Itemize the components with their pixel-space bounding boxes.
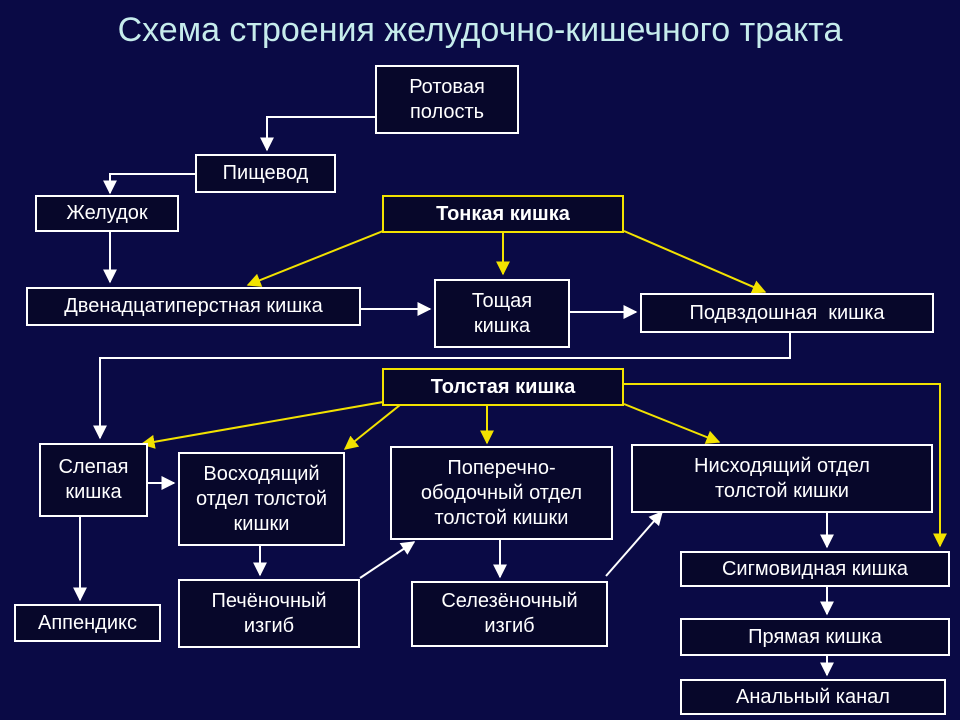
node-descending-colon: Нисходящий отдел толстой кишки xyxy=(631,444,933,513)
arrow-small-ileum xyxy=(623,230,767,294)
diagram-title: Схема строения желудочно-кишечного тракт… xyxy=(117,11,843,49)
arrow-small-duodenum xyxy=(246,230,384,287)
node-jejunum: Тощая кишка xyxy=(434,279,570,348)
node-esophagus: Пищевод xyxy=(195,154,336,193)
node-duodenum: Двенадцатиперстная кишка xyxy=(26,287,361,326)
arrow-esophagus-stomach xyxy=(103,173,195,195)
arrow-large-ascending xyxy=(343,404,401,450)
node-small-intestine: Тонкая кишка xyxy=(382,195,624,233)
arrow-splenic-descending xyxy=(605,510,663,577)
arrow-mouth-esophagus xyxy=(260,116,375,152)
node-appendix: Аппендикс xyxy=(14,604,161,642)
node-anal-canal: Анальный канал xyxy=(680,679,946,715)
node-stomach: Желудок xyxy=(35,195,179,232)
node-large-intestine: Толстая кишка xyxy=(382,368,624,406)
arrow-large-cecum xyxy=(140,401,384,449)
node-transverse-colon: Поперечно- ободочный отдел толстой кишки xyxy=(390,446,613,540)
arrow-hepatic-transverse xyxy=(359,541,416,579)
arrow-large-descending xyxy=(623,403,721,444)
node-splenic-flexure: Селезёночный изгиб xyxy=(411,581,608,647)
node-ileum: Подвздошная кишка xyxy=(640,293,934,333)
node-rectum: Прямая кишка xyxy=(680,618,950,656)
arrow-ileum-cecum xyxy=(93,333,791,440)
node-cecum: Слепая кишка xyxy=(39,443,148,517)
node-mouth: Ротовая полость xyxy=(375,65,519,134)
arrow-large-sigmoid xyxy=(624,383,947,548)
node-ascending-colon: Восходящий отдел толстой кишки xyxy=(178,452,345,546)
node-sigmoid-colon: Сигмовидная кишка xyxy=(680,551,950,587)
node-hepatic-flexure: Печёночный изгиб xyxy=(178,579,360,648)
